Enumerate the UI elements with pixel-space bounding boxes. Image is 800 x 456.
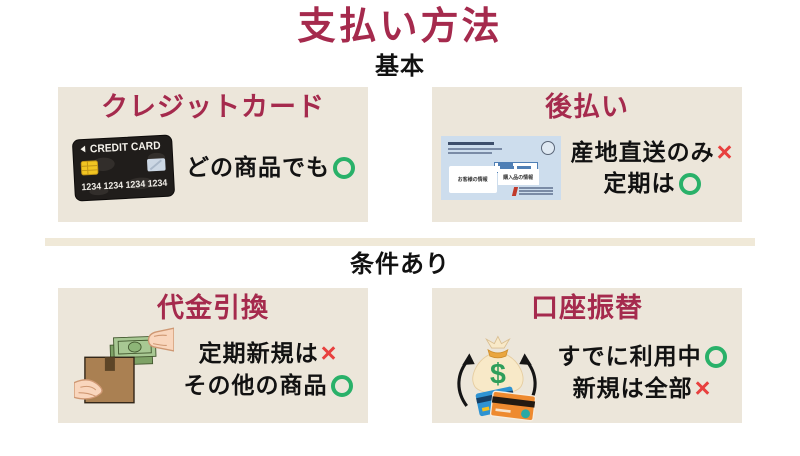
circle-mark (333, 157, 355, 180)
condition-line: 産地直送のみ× (570, 136, 734, 167)
card-content: 定期新規は× その他の商品 (58, 324, 368, 424)
condition-line: その他の商品 (184, 372, 353, 400)
invoice-footer-lines (518, 187, 553, 196)
condition-text: 産地直送のみ (570, 138, 715, 165)
section-label-basic: 基本 (375, 52, 425, 80)
circle-mark (330, 374, 353, 397)
card-bank-transfer: 口座振替 $ (432, 287, 742, 423)
condition-text: どの商品でも (186, 154, 330, 181)
section-divider (45, 237, 755, 246)
condition-text: その他の商品 (183, 371, 328, 398)
cash-on-delivery-icon (73, 327, 174, 404)
credit-card-number: 1234 1234 1234 1234 (81, 178, 168, 194)
cross-mark: × (694, 373, 712, 404)
invoice-icon: お客様の情報 購入品の情報 (440, 136, 561, 201)
cards-row-conditional: 代金引換 定期新規は× (0, 287, 800, 424)
card-content: お客様の情報 購入品の情報 産地直送のみ× 定期は (432, 123, 742, 222)
cards-row-basic: クレジットカード CREDIT CARD (0, 86, 800, 222)
bank-transfer-icon: $ (457, 335, 538, 422)
condition-lines: 定期新規は× その他の商品 (184, 340, 353, 399)
condition-line: すでに利用中 (557, 343, 727, 371)
condition-line: どの商品でも (186, 154, 355, 182)
condition-line: 定期新規は× (199, 340, 338, 368)
invoice-header-line (447, 142, 494, 146)
card-content: CREDIT CARD 1234 1234 1234 1234 どの商品でも (58, 123, 368, 222)
card-title: 代金引換 (157, 292, 269, 323)
card-title: 後払い (545, 91, 629, 122)
condition-text: 新規は全部 (572, 374, 693, 401)
card-content: $ すでに利用中 新規は全部× (432, 324, 742, 430)
condition-text: 定期は (603, 170, 676, 197)
invoice-logo (511, 187, 518, 197)
invoice-stamp (540, 141, 555, 156)
card-credit-card: クレジットカード CREDIT CARD (58, 86, 368, 222)
condition-line: 定期は (604, 170, 701, 198)
card-deferred-payment: 後払い お客様の情報 購入品の情報 産地直送のみ× 定期は (432, 86, 742, 222)
invoice-header-line (447, 152, 492, 155)
condition-text: 定期新規は (198, 340, 319, 367)
condition-lines: どの商品でも (186, 154, 355, 182)
circle-mark (678, 173, 701, 195)
invoice-label-tag (497, 162, 513, 167)
dollar-sign: $ (490, 358, 506, 390)
condition-lines: 産地直送のみ× 定期は (570, 136, 734, 198)
condition-line: 新規は全部× (573, 375, 712, 403)
circle-mark (704, 345, 727, 368)
page-title: 支払い方法 (297, 6, 503, 48)
credit-card-icon: CREDIT CARD 1234 1234 1234 1234 (72, 134, 175, 202)
card-title: クレジットカード (101, 91, 325, 122)
invoice-purchase-box: 購入品の情報 (497, 169, 539, 186)
invoice-customer-box: お客様の情報 (448, 166, 497, 194)
cross-mark: × (320, 338, 338, 369)
card-cash-on-delivery: 代金引換 定期新規は× (58, 287, 368, 424)
condition-lines: すでに利用中 新規は全部× (557, 343, 727, 403)
card-title: 口座振替 (531, 292, 643, 323)
cross-mark: × (716, 136, 734, 167)
section-label-conditional: 条件あり (350, 250, 450, 278)
credit-card-brand-text: CREDIT CARD (90, 140, 161, 156)
condition-text: すでに利用中 (557, 343, 702, 370)
invoice-header-line (447, 148, 502, 151)
